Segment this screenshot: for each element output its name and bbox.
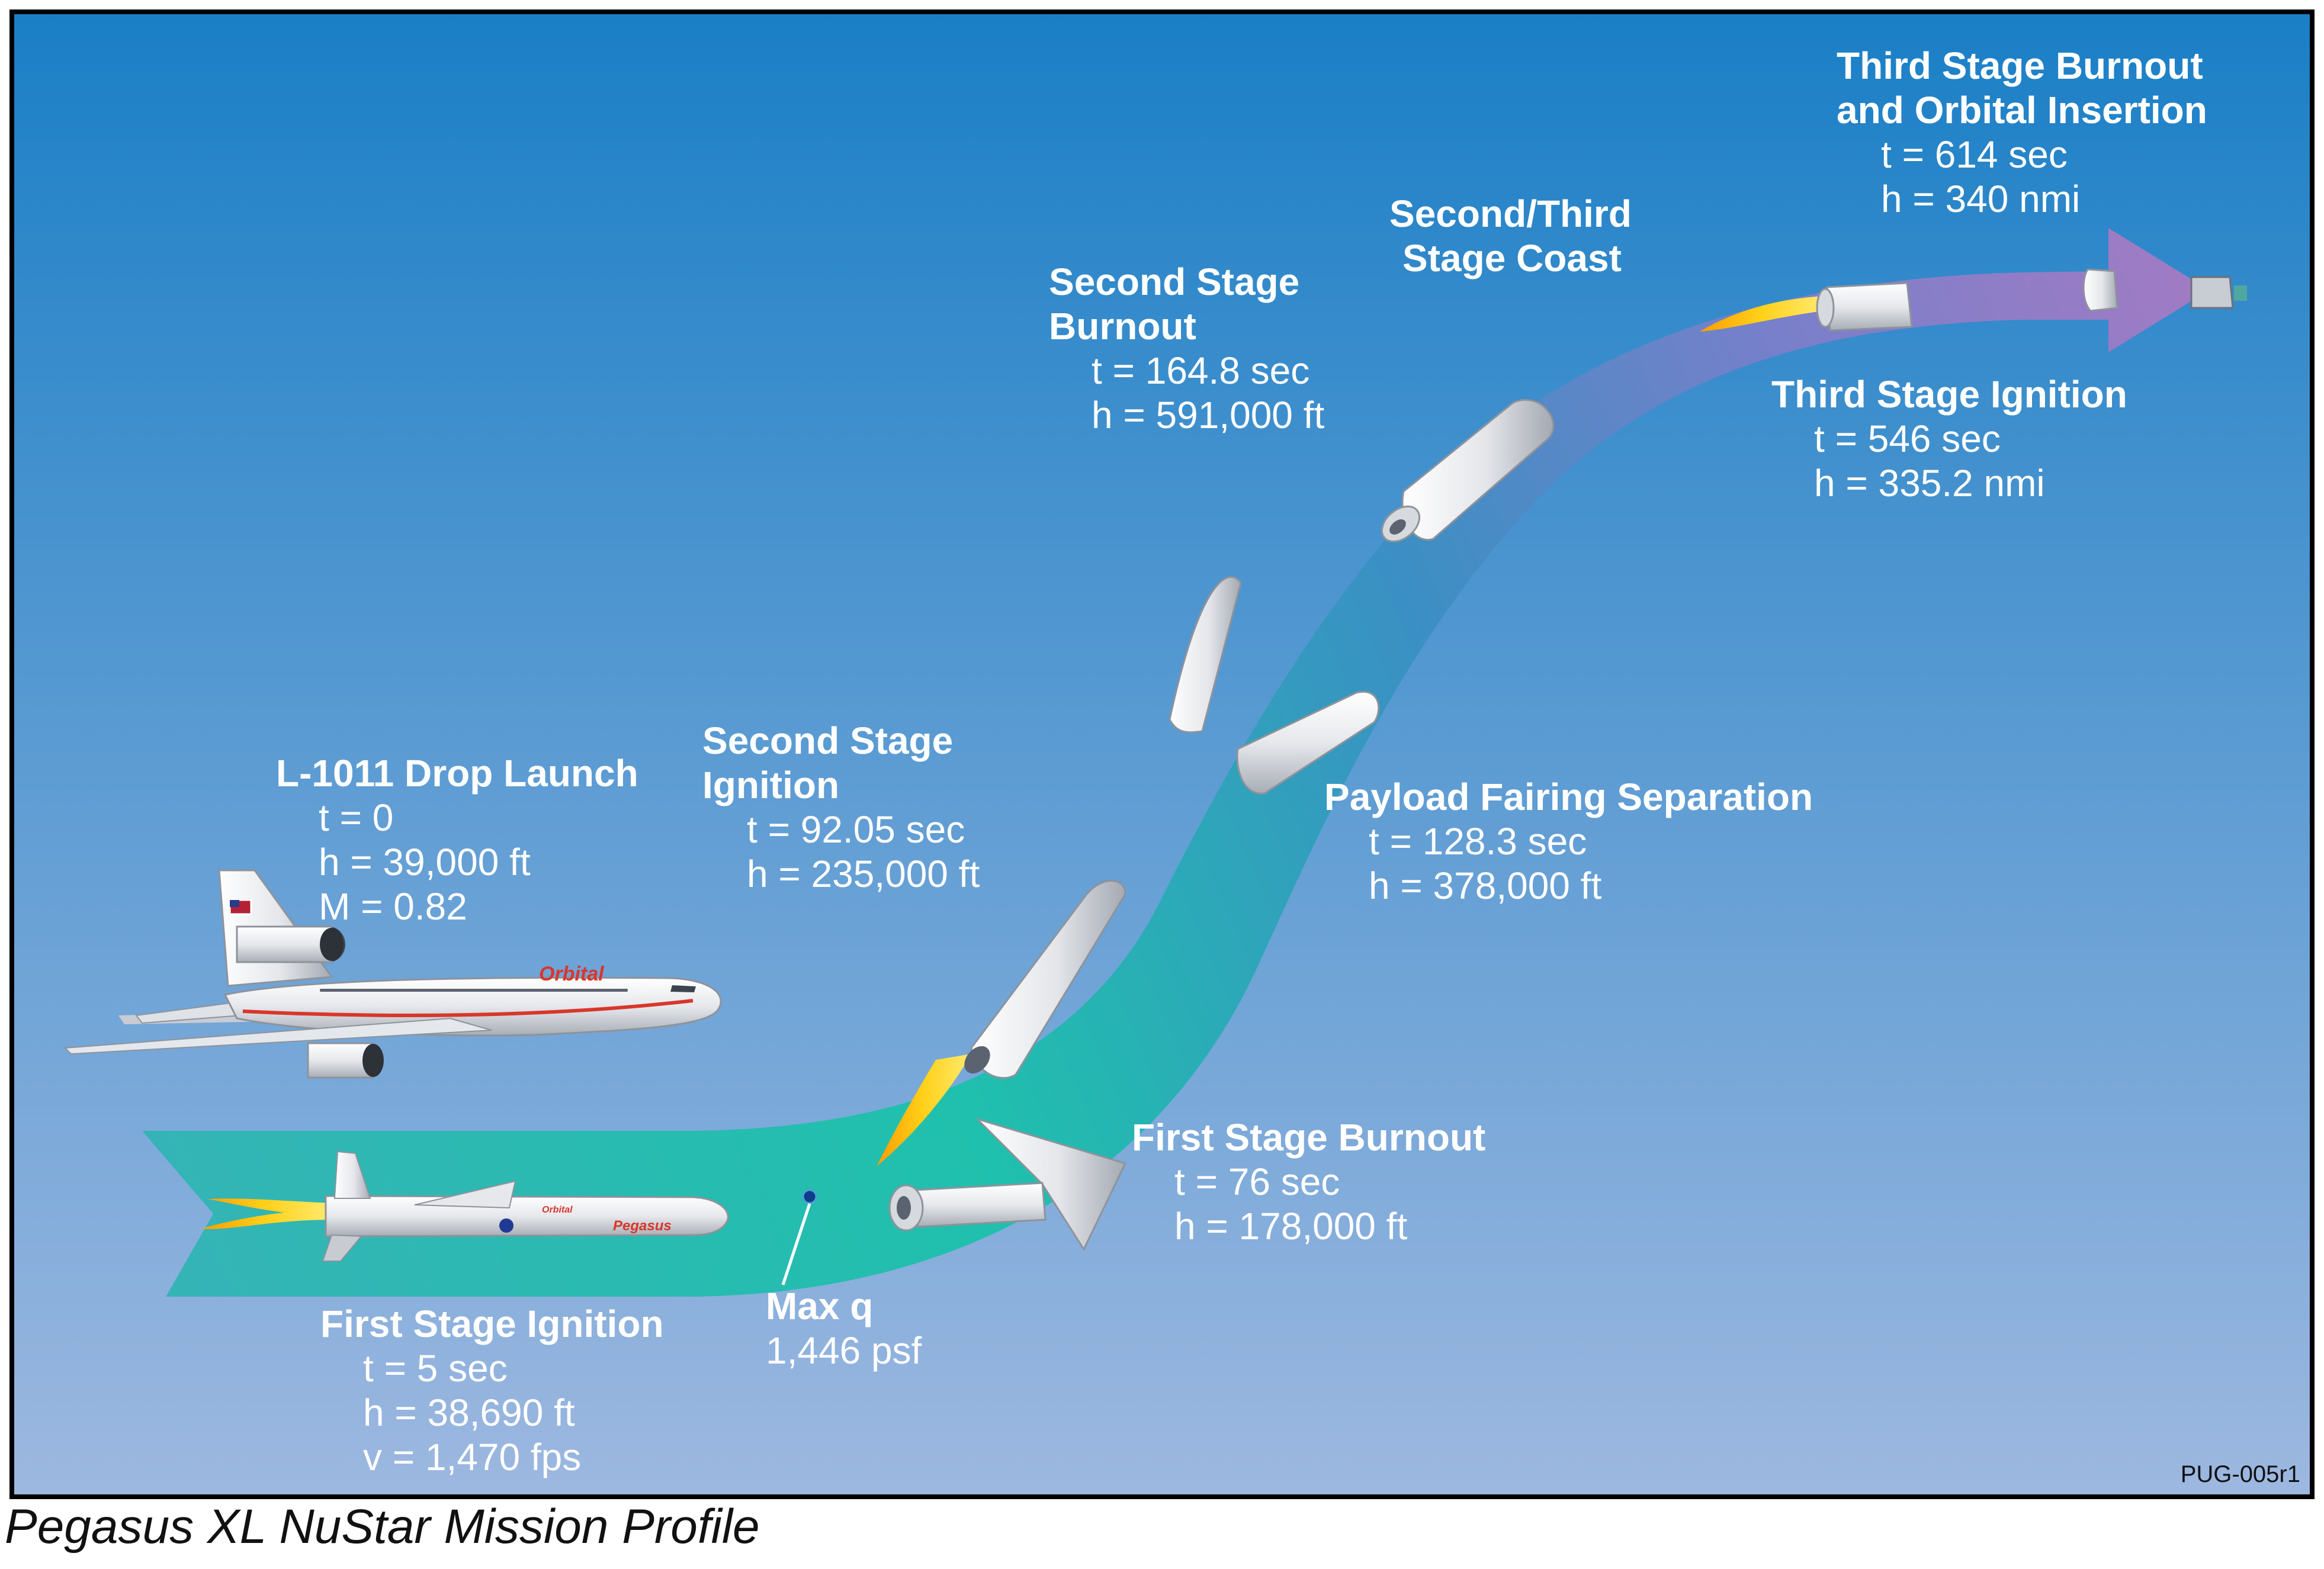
third-stage-nozzle xyxy=(1816,288,1835,328)
spent-stage-wing xyxy=(976,1118,1127,1252)
second-stage-nozzle xyxy=(964,1046,990,1074)
coast-title-line2: Stage Coast xyxy=(1402,237,1622,279)
second-stage-burnout-time: t = 164.8 sec xyxy=(1092,349,1309,392)
spent-first-stage xyxy=(888,1118,1127,1252)
rocket-tail-fin xyxy=(333,1150,371,1199)
second-stage-burnout-title-line1: Second Stage xyxy=(1049,261,1299,303)
label-orbital-insertion: Third Stage Burnout and Orbital Insertio… xyxy=(1837,44,2207,220)
satellite-detail xyxy=(2234,285,2247,301)
rocket-lower-fin xyxy=(322,1234,363,1262)
label-drop-launch: L-1011 Drop Launch t = 0 h = 39,000 ft M… xyxy=(276,752,638,928)
third-stage-vehicle xyxy=(1700,282,1913,332)
first-stage-ignition-time: t = 5 sec xyxy=(363,1347,508,1390)
aircraft-cockpit-window xyxy=(670,985,696,992)
aircraft-stripe xyxy=(242,999,694,1017)
label-second-stage-ignition: Second Stage Ignition t = 92.05 sec h = … xyxy=(702,719,980,895)
tail-engine-intake xyxy=(320,928,344,961)
wing-engine-intake xyxy=(362,1044,384,1077)
label-first-stage-ignition: First Stage Ignition t = 5 sec h = 38,69… xyxy=(320,1303,664,1478)
label-coast: Second/Third Stage Coast xyxy=(1389,192,1632,279)
figure-caption: Pegasus XL NuStar Mission Profile xyxy=(5,1500,760,1554)
flag-canton xyxy=(230,900,239,907)
second-stage-ignition-title-line2: Ignition xyxy=(702,764,839,806)
second-stage-flame xyxy=(877,1054,971,1166)
label-second-stage-burnout: Second Stage Burnout t = 164.8 sec h = 5… xyxy=(1049,261,1324,436)
orbital-insertion-title-line1: Third Stage Burnout xyxy=(1837,44,2203,87)
aircraft-windows xyxy=(320,989,628,992)
max-q-pointer xyxy=(781,1203,811,1285)
first-stage-ignition-altitude: h = 38,690 ft xyxy=(363,1391,575,1434)
max-q-dot xyxy=(802,1189,817,1204)
second-stage-vehicle xyxy=(877,880,1126,1166)
figure-frame xyxy=(9,9,2315,1499)
second-stage-burnout-altitude: h = 591,000 ft xyxy=(1092,394,1324,436)
first-stage-burnout-title: First Stage Burnout xyxy=(1132,1116,1485,1159)
label-first-stage-burnout: First Stage Burnout t = 76 sec h = 178,0… xyxy=(1132,1116,1485,1248)
second-stage-ignition-time: t = 92.05 sec xyxy=(747,808,965,851)
second-stage-ignition-altitude: h = 235,000 ft xyxy=(747,853,980,895)
first-stage-ignition-title: First Stage Ignition xyxy=(320,1303,664,1345)
first-stage-burnout-altitude: h = 178,000 ft xyxy=(1174,1205,1407,1248)
third-stage-flame xyxy=(1700,296,1824,332)
third-stage-body xyxy=(1826,282,1913,332)
drop-launch-mach: M = 0.82 xyxy=(319,885,467,928)
aircraft-tail-engine-body xyxy=(236,925,333,963)
stage-adapter xyxy=(2082,268,2118,312)
first-stage-ignition-velocity: v = 1,470 fps xyxy=(363,1436,581,1478)
coast-stage-nozzle-throat xyxy=(1389,519,1406,535)
rocket-body xyxy=(325,1195,729,1237)
third-stage-ignition-title: Third Stage Ignition xyxy=(1771,373,2127,416)
figure-code: PUG-005r1 xyxy=(2180,1461,2300,1487)
third-stage-ignition-time: t = 546 sec xyxy=(1814,417,2001,460)
drop-launch-title: L-1011 Drop Launch xyxy=(276,752,638,795)
label-fairing-separation: Payload Fairing Separation t = 128.3 sec… xyxy=(1324,776,1813,907)
spent-stage-nozzle-throat xyxy=(897,1196,911,1220)
l1011-aircraft: Orbital xyxy=(63,869,722,1079)
label-max-q: Max q 1,446 psf xyxy=(766,1285,922,1372)
orbital-insertion-altitude: h = 340 nmi xyxy=(1881,178,2080,220)
fairing-half-lower xyxy=(1236,690,1380,795)
drop-launch-time: t = 0 xyxy=(319,796,393,839)
third-stage-coasting xyxy=(1381,398,1555,543)
max-q-pressure: 1,446 psf xyxy=(766,1329,922,1372)
pegasus-rocket: Orbital Pegasus xyxy=(201,1150,729,1262)
fairing-half-upper xyxy=(1169,576,1242,734)
nustar-satellite-icon xyxy=(2190,276,2234,309)
third-stage-ignition-altitude: h = 335.2 nmi xyxy=(1814,462,2045,504)
first-stage-flame xyxy=(201,1198,332,1229)
second-stage-ignition-title-line1: Second Stage xyxy=(702,719,953,762)
aircraft-logo: Orbital xyxy=(539,963,605,985)
max-q-marker xyxy=(781,1189,817,1285)
max-q-title: Max q xyxy=(766,1285,873,1327)
coast-title-line1: Second/Third xyxy=(1389,192,1632,235)
drop-launch-altitude: h = 39,000 ft xyxy=(319,841,531,883)
aircraft-near-wing xyxy=(63,1017,492,1055)
spent-stage-body xyxy=(914,1182,1047,1228)
label-third-stage-ignition: Third Stage Ignition t = 546 sec h = 335… xyxy=(1771,373,2127,504)
rocket-orbital-logo: Orbital xyxy=(542,1205,573,1215)
aircraft-wing-engine xyxy=(307,1042,374,1079)
rocket-wing xyxy=(414,1180,516,1209)
first-stage-burnout-time: t = 76 sec xyxy=(1174,1160,1340,1203)
rocket-pegasus-logo: Pegasus xyxy=(613,1218,672,1234)
fairing-separation-time: t = 128.3 sec xyxy=(1369,820,1587,863)
second-stage-burnout-title-line2: Burnout xyxy=(1049,305,1196,348)
orbital-insertion-time: t = 614 sec xyxy=(1881,133,2068,176)
fairing-separation-altitude: h = 378,000 ft xyxy=(1369,864,1601,907)
orbital-insertion-title-line2: and Orbital Insertion xyxy=(1837,89,2207,131)
payload-fairing-halves xyxy=(1169,576,1380,795)
fairing-separation-title: Payload Fairing Separation xyxy=(1324,776,1813,818)
nasa-logo-icon xyxy=(499,1218,513,1233)
payload-separation xyxy=(2082,268,2247,312)
